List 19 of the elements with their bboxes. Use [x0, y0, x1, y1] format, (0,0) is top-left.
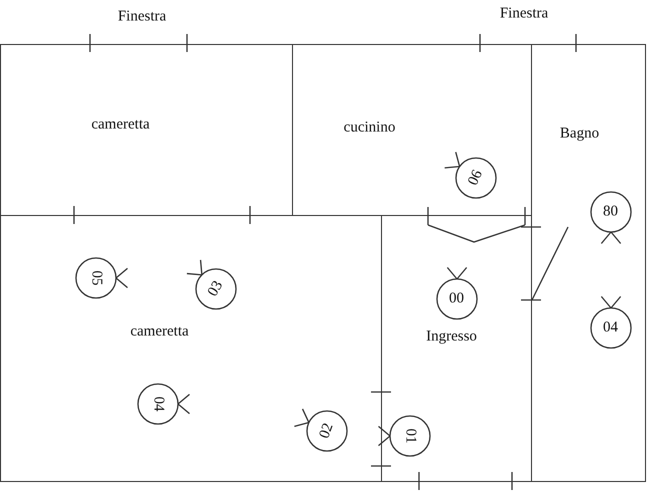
marker-number: 02 [316, 420, 338, 440]
window-label: Finestra [118, 8, 166, 26]
marker-number: 01 [401, 428, 418, 443]
marker-number: 04 [149, 396, 166, 411]
marker-number: 00 [449, 290, 464, 307]
room-outline [0, 44, 293, 216]
marker-number: 80 [603, 203, 618, 220]
marker-number: 05 [87, 270, 104, 285]
room-name: Ingresso [426, 328, 477, 345]
room-name: cameretta [130, 323, 189, 340]
marker-number: 03 [204, 278, 227, 300]
room-outline [0, 215, 382, 482]
marker-number: 06 [464, 167, 486, 188]
room-name: cameretta [91, 116, 150, 133]
room-name: Bagno [560, 125, 600, 142]
marker-number: 04 [603, 319, 618, 336]
room-name: cucinino [344, 119, 396, 136]
window-label: Finestra [500, 6, 548, 22]
room-outline [531, 44, 646, 482]
